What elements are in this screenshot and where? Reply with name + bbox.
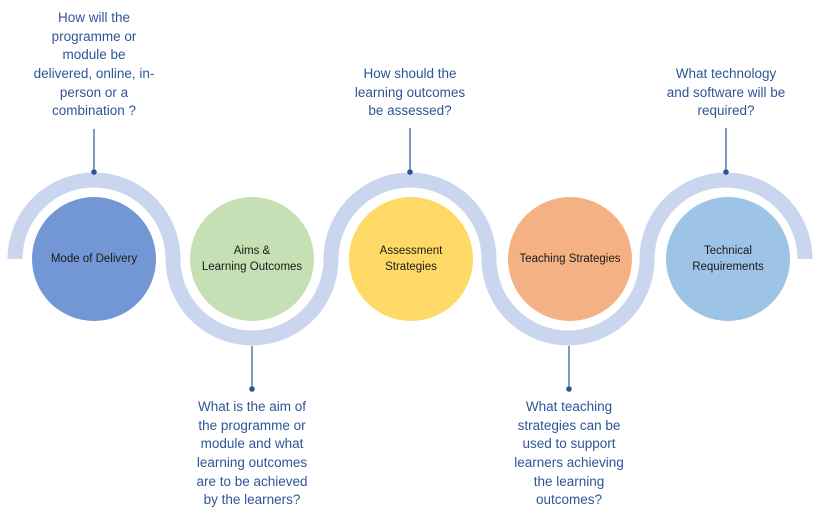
connector-dot-mode (91, 169, 97, 175)
node-assessment-strategies: Assessment Strategies (349, 197, 473, 321)
node-label: Teaching Strategies (519, 252, 621, 265)
node-label: Mode of Delivery (50, 252, 138, 265)
connector-dot-assessment (407, 169, 413, 175)
question-technical: What technology and software will be req… (666, 66, 786, 119)
connector-dot-teaching (566, 386, 572, 392)
node-teaching-strategies: Teaching Strategies (508, 197, 632, 321)
question-teaching: What teaching strategies can be used to … (514, 399, 624, 508)
node-mode-of-delivery: Mode of Delivery (32, 197, 156, 321)
node-aims-learning-outcomes: Aims & Learning Outcomes (190, 197, 314, 321)
node-technical-requirements: Technical Requirements (666, 197, 790, 321)
question-assessment: How should the learning outcomes be asse… (354, 66, 466, 119)
node-label: Assessment Strategies (379, 244, 443, 273)
connector-dot-technical (723, 169, 729, 175)
question-aims: What is the aim of the programme or modu… (196, 399, 308, 508)
node-label: Technical Requirements (692, 244, 764, 273)
question-mode-of-delivery: How will the programme or module be deli… (33, 10, 155, 119)
node-label: Aims & Learning Outcomes (201, 244, 303, 273)
connector-dot-aims (249, 386, 255, 392)
wave-track-path (7, 172, 813, 346)
